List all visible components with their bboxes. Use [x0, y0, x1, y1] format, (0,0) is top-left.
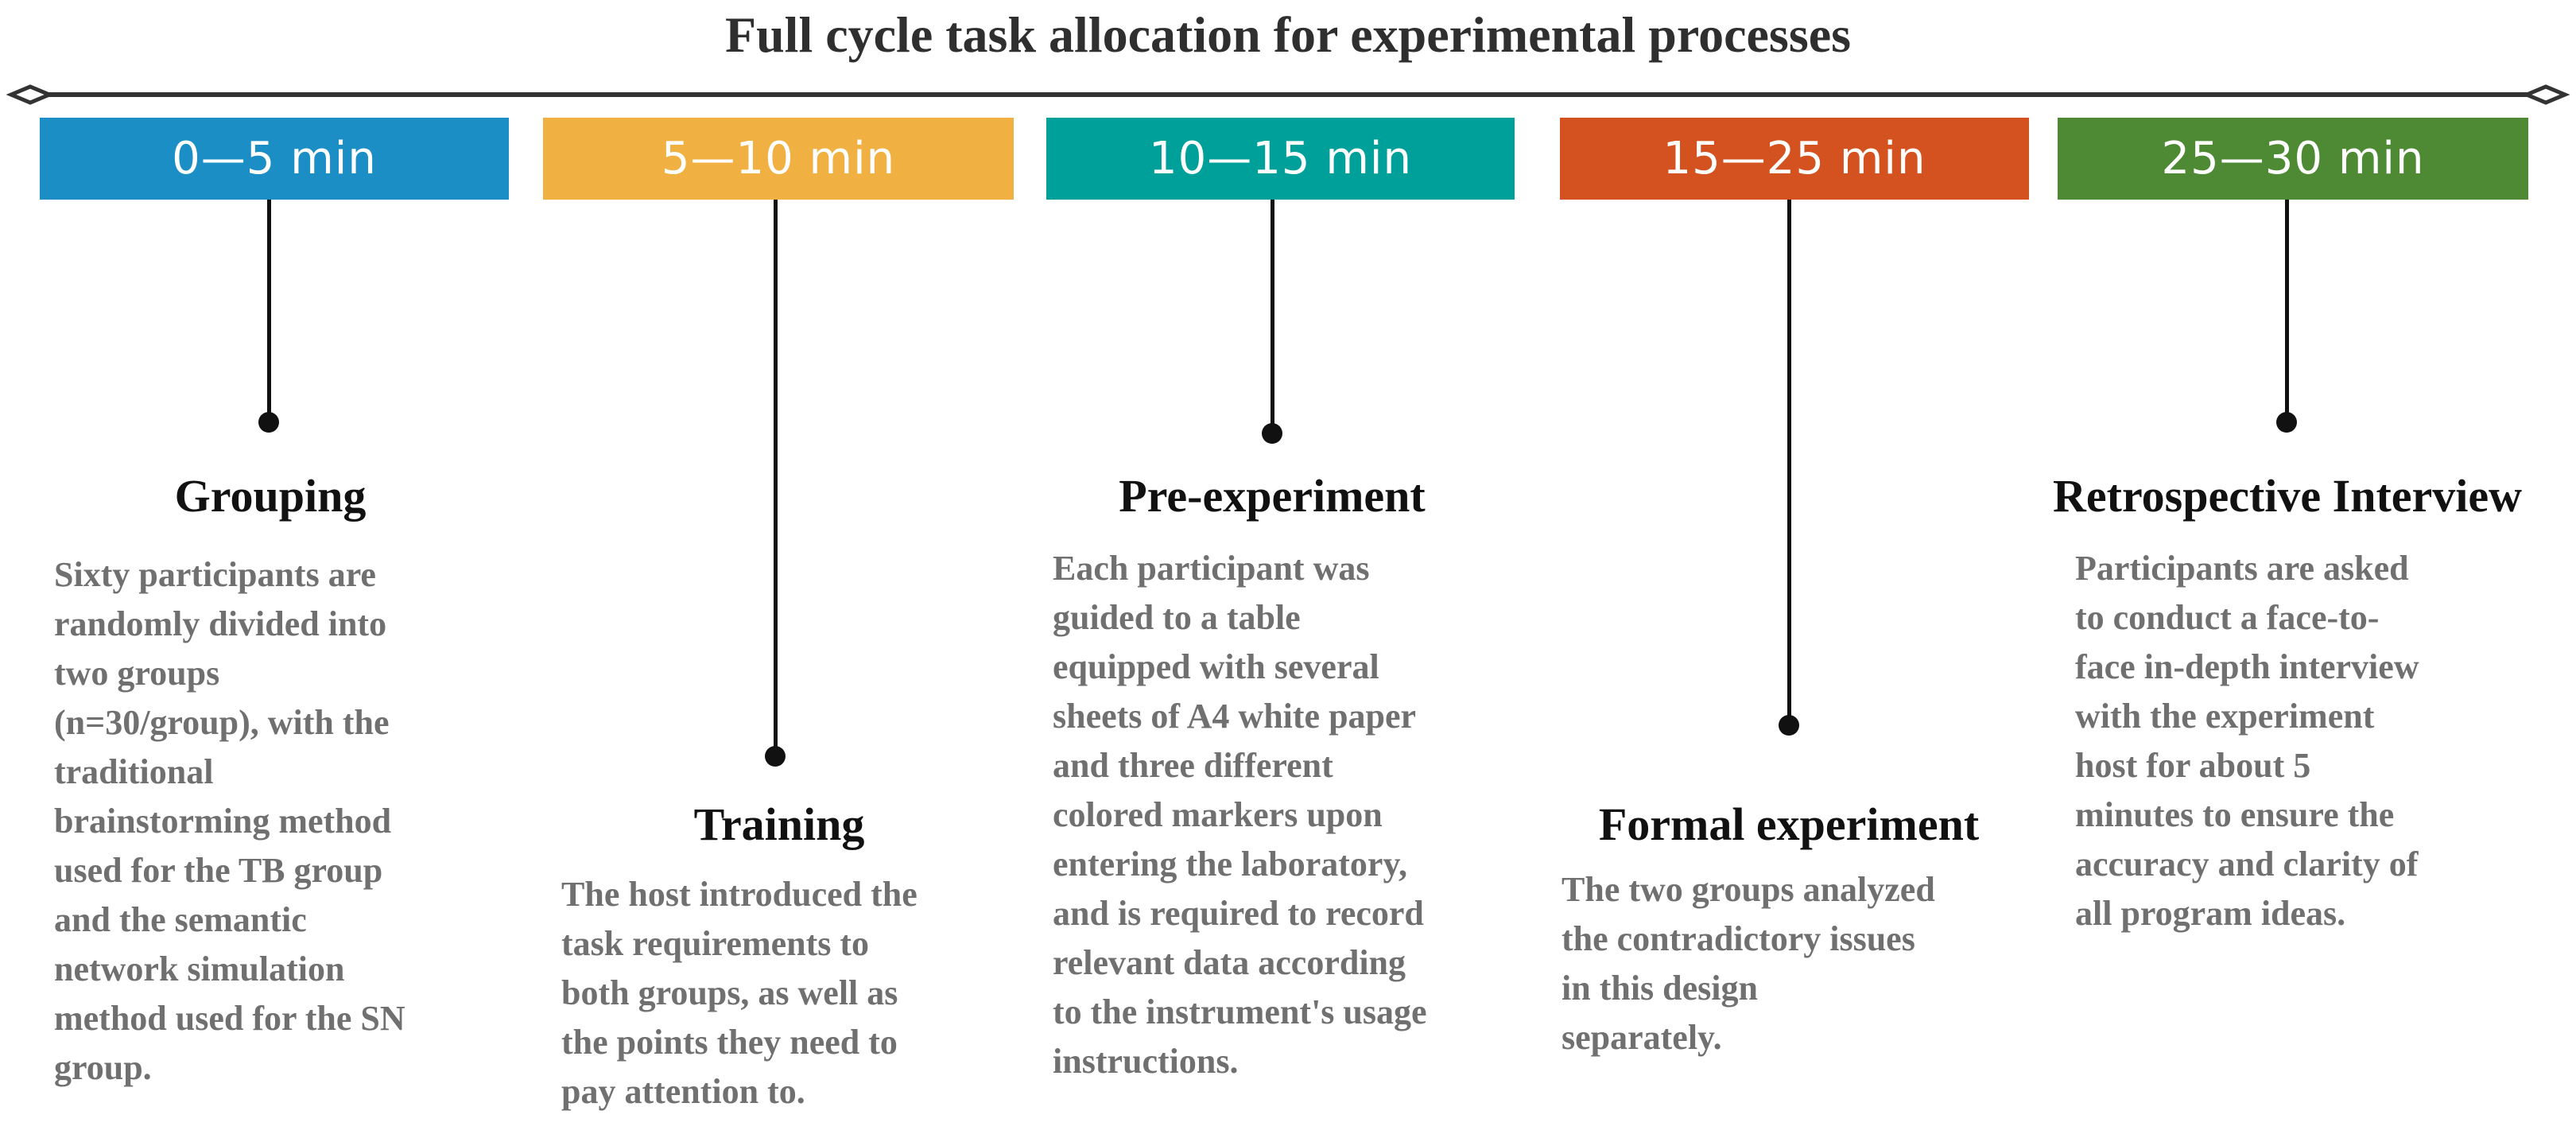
- step-heading-formal-experiment: Formal experiment: [1598, 798, 1980, 850]
- text-line: The two groups analyzed: [1562, 870, 1935, 909]
- period-box-0-5-min: 0—5 min: [40, 118, 509, 200]
- period-box-10-15-min: 10—15 min: [1046, 118, 1515, 200]
- text-line: separately.: [1562, 1018, 1722, 1057]
- connector-dot: [765, 746, 786, 767]
- text-line: minutes to ensure the: [2075, 795, 2395, 834]
- axis-right-end-diamond: [2521, 84, 2570, 105]
- text-line: and is required to record: [1053, 894, 1424, 933]
- period-label: 10—15 min: [1149, 133, 1412, 184]
- connector-line: [267, 200, 271, 422]
- diagram-title: Full cycle task allocation for experimen…: [724, 6, 1852, 63]
- text-line: instructions.: [1053, 1042, 1239, 1081]
- text-line: sheets of A4 white paper: [1053, 697, 1417, 736]
- text-line: traditional: [54, 752, 214, 791]
- connector-line: [2285, 200, 2289, 422]
- step-heading-retrospective-interview: Retrospective Interview: [2053, 470, 2522, 522]
- text-line: (n=30/group), with the: [54, 703, 390, 742]
- text-line: with the experiment: [2075, 697, 2375, 736]
- step-heading-grouping: Grouping: [174, 470, 367, 522]
- text-line: all program ideas.: [2075, 894, 2346, 933]
- connector-line: [774, 200, 778, 756]
- text-line: task requirements to: [561, 924, 870, 963]
- text-line: accuracy and clarity of: [2075, 845, 2419, 884]
- text-line: in this design: [1562, 969, 1758, 1008]
- connector-dot: [2276, 412, 2297, 433]
- connector-line: [1787, 200, 1791, 726]
- text-line: network simulation: [54, 950, 345, 988]
- text-line: used for the TB group: [54, 851, 383, 890]
- text-line: Participants are asked: [2075, 549, 2409, 588]
- step-description-training: The host introduced the task requirement…: [561, 870, 918, 1117]
- period-label: 15—25 min: [1662, 133, 1926, 184]
- text-line: and three different: [1053, 746, 1333, 785]
- text-line: two groups: [54, 654, 220, 693]
- text-line: entering the laboratory,: [1053, 845, 1408, 884]
- text-line: guided to a table: [1053, 598, 1301, 637]
- connector-dot: [1262, 423, 1282, 444]
- text-line: the contradictory issues: [1562, 919, 1915, 958]
- text-line: equipped with several: [1053, 647, 1379, 686]
- text-line: colored markers upon: [1053, 795, 1383, 834]
- period-label: 0—5 min: [172, 133, 377, 184]
- text-line: both groups, as well as: [561, 973, 898, 1012]
- step-description-grouping: Sixty participants are randomly divided …: [54, 550, 405, 1093]
- connector-line: [1271, 200, 1274, 434]
- text-line: brainstorming method: [54, 802, 392, 841]
- timeline-axis: [6, 84, 2570, 105]
- axis-left-end-diamond: [6, 84, 55, 105]
- period-box-15-25-min: 15—25 min: [1560, 118, 2029, 200]
- connector-dot: [1779, 715, 1799, 736]
- period-label: 25—30 min: [2161, 133, 2425, 184]
- text-line: to conduct a face-to-: [2075, 598, 2380, 637]
- text-line: method used for the SN: [54, 999, 405, 1038]
- period-box-25-30-min: 25—30 min: [2058, 118, 2528, 200]
- text-line: Sixty participants are: [54, 555, 376, 594]
- text-line: randomly divided into: [54, 604, 387, 643]
- step-heading-training: Training: [693, 798, 865, 850]
- text-line: to the instrument's usage: [1053, 992, 1427, 1031]
- step-description-formal-experiment: The two groups analyzed the contradictor…: [1562, 865, 1935, 1062]
- text-line: and the semantic: [54, 900, 307, 939]
- step-description-retrospective-interview: Participants are asked to conduct a face…: [2075, 544, 2419, 938]
- text-line: group.: [54, 1048, 152, 1087]
- text-line: relevant data according: [1053, 943, 1406, 982]
- text-line: Each participant was: [1053, 549, 1370, 588]
- step-description-pre-experiment: Each participant was guided to a table e…: [1053, 544, 1427, 1086]
- text-line: face in-depth interview: [2075, 647, 2419, 686]
- text-line: The host introduced the: [561, 875, 918, 914]
- text-line: pay attention to.: [561, 1072, 805, 1111]
- text-line: the points they need to: [561, 1023, 898, 1062]
- period-label: 5—10 min: [661, 133, 896, 184]
- step-heading-pre-experiment: Pre-experiment: [1119, 470, 1426, 522]
- connector-dot: [258, 412, 279, 433]
- text-line: host for about 5: [2075, 746, 2311, 785]
- period-box-5-10-min: 5—10 min: [543, 118, 1014, 200]
